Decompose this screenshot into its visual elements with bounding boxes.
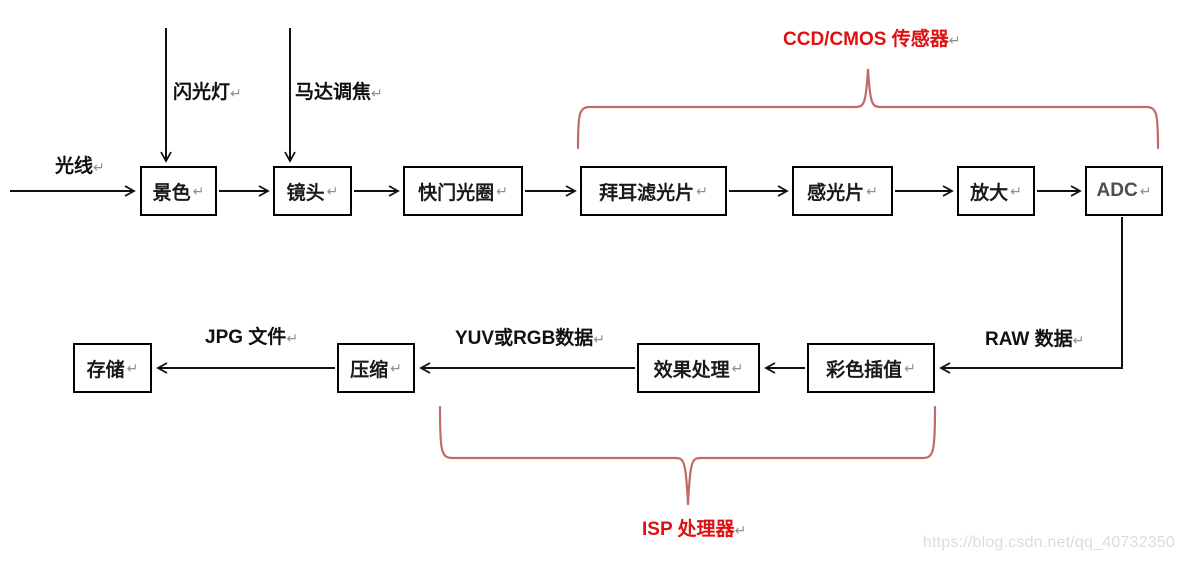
pilcrow-mark: ↵	[948, 32, 961, 48]
node-color-interpolation: 彩色插值↵	[807, 343, 935, 393]
pilcrow-mark: ↵	[496, 183, 508, 199]
pilcrow-mark: ↵	[286, 330, 299, 346]
node-lens-label: 镜头	[286, 182, 325, 204]
node-color-interpolation-label: 彩色插值	[826, 359, 903, 381]
node-bayer-filter: 拜耳滤光片↵	[580, 166, 727, 216]
node-scene-label: 景色	[152, 182, 191, 204]
pilcrow-mark: ↵	[126, 360, 139, 376]
label-jpg-file: JPG 文件↵	[205, 327, 299, 348]
pilcrow-mark: ↵	[866, 183, 878, 199]
pilcrow-mark: ↵	[93, 159, 105, 175]
pilcrow-mark: ↵	[1139, 183, 1152, 199]
pilcrow-mark: ↵	[734, 522, 747, 538]
node-effects-processing: 效果处理↵	[637, 343, 760, 393]
node-adc: ADC↵	[1085, 166, 1163, 216]
node-bayer-filter-label: 拜耳滤光片	[599, 182, 695, 204]
node-photosensor: 感光片↵	[792, 166, 893, 216]
label-light: 光线↵	[55, 156, 105, 177]
pilcrow-mark: ↵	[326, 183, 339, 199]
node-scene: 景色↵	[140, 166, 217, 216]
node-shutter-aperture-label: 快门光圈	[418, 182, 495, 204]
node-compression: 压缩↵	[337, 343, 415, 393]
pilcrow-mark: ↵	[192, 183, 205, 199]
pilcrow-mark: ↵	[696, 183, 708, 199]
pilcrow-mark: ↵	[371, 85, 383, 101]
node-effects-processing-label: 效果处理	[653, 359, 730, 381]
pilcrow-mark: ↵	[1072, 332, 1085, 348]
node-shutter-aperture: 快门光圈↵	[403, 166, 523, 216]
label-yuv-rgb-data: YUV或RGB数据↵	[455, 328, 606, 349]
brace-isp	[438, 405, 937, 506]
label-raw-data: RAW 数据↵	[985, 329, 1085, 350]
pilcrow-mark: ↵	[390, 360, 402, 376]
pilcrow-mark: ↵	[731, 360, 744, 376]
pilcrow-mark: ↵	[1010, 183, 1022, 199]
node-storage: 存储↵	[73, 343, 152, 393]
node-lens: 镜头↵	[273, 166, 352, 216]
pilcrow-mark: ↵	[230, 85, 242, 101]
node-storage-label: 存储	[86, 359, 125, 381]
pilcrow-mark: ↵	[593, 331, 606, 347]
node-compression-label: 压缩	[350, 359, 389, 381]
node-amplify: 放大↵	[957, 166, 1035, 216]
brace-ccd-cmos	[576, 68, 1160, 150]
node-amplify-label: 放大	[970, 182, 1009, 204]
node-photosensor-label: 感光片	[807, 182, 865, 204]
annotation-isp-processor: ISP 处理器↵	[642, 519, 747, 540]
label-flash: 闪光灯↵	[173, 82, 242, 103]
pilcrow-mark: ↵	[904, 360, 916, 376]
label-motor-focus: 马达调焦↵	[295, 82, 383, 103]
arrow-adc-to-color-interpolation	[939, 217, 1123, 374]
node-adc-label: ADC	[1096, 180, 1138, 201]
csdn-watermark: https://blog.csdn.net/qq_40732350	[922, 534, 1175, 551]
annotation-ccd-cmos-sensor: CCD/CMOS 传感器↵	[783, 29, 961, 50]
